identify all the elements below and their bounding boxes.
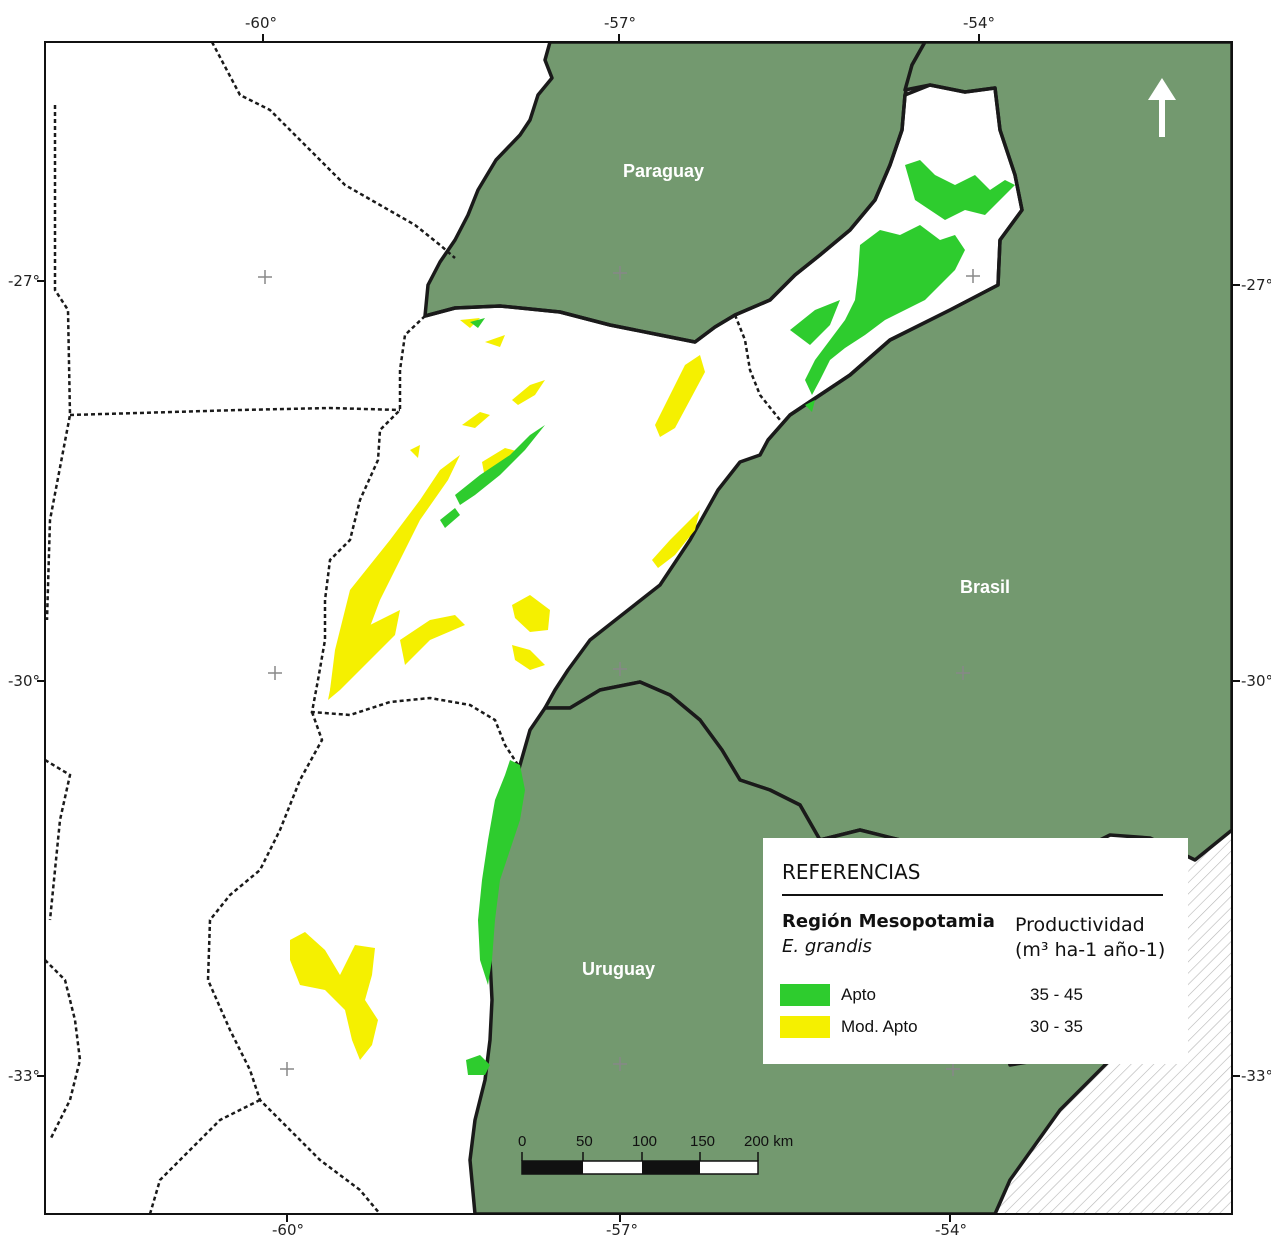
province-border: [733, 314, 781, 421]
legend-class-range: 35 - 45: [1030, 985, 1083, 1004]
mesopotamia-outline: [424, 83, 1024, 442]
scale-label: 200 km: [744, 1133, 794, 1150]
country-label-uruguay: Uruguay: [582, 959, 656, 979]
lat-label-right: -30°: [1241, 672, 1271, 690]
province-border: [45, 105, 72, 621]
province-border: [310, 315, 520, 766]
legend-divider: [782, 894, 1163, 896]
legend-productivity-label: Productividad: [1015, 914, 1145, 936]
province-border: [69, 406, 401, 417]
lat-label-left: -30°: [8, 672, 40, 690]
lon-label-bottom: -57°: [606, 1221, 638, 1239]
lat-label-right: -33°: [1241, 1067, 1271, 1085]
legend-title: REFERENCIAS: [782, 860, 921, 884]
country-label-paraguay: Paraguay: [623, 161, 705, 181]
province-border: [210, 42, 456, 259]
province-border: [148, 1098, 261, 1214]
legend-class-range: 30 - 35: [1030, 1017, 1083, 1036]
legend-unit-label: (m³ ha-1 año-1): [1015, 939, 1166, 961]
scale-label: 50: [576, 1133, 593, 1150]
legend-class-name: Mod. Apto: [841, 1017, 918, 1036]
legend-species: E. grandis: [782, 936, 872, 957]
lon-label-bottom: -60°: [272, 1221, 304, 1239]
legend-swatch-apto: [780, 984, 830, 1006]
legend-class-name: Apto: [841, 985, 876, 1004]
mod-apto-areas: [290, 318, 705, 1060]
lat-label-right: -27°: [1241, 276, 1271, 294]
lat-label-left: -33°: [8, 1067, 40, 1085]
province-border: [45, 959, 82, 1141]
scale-label: 0: [518, 1133, 527, 1150]
country-label-brasil: Brasil: [960, 577, 1011, 597]
lon-label-top: -60°: [245, 14, 277, 32]
lon-label-top: -54°: [963, 14, 995, 32]
legend: REFERENCIAS Región Mesopotamia E. grandi…: [763, 838, 1188, 1064]
map-border: [44, 41, 1233, 1215]
scale-label: 150: [690, 1133, 716, 1150]
lon-label-bottom: -54°: [935, 1221, 967, 1239]
scale-label: 100: [632, 1133, 658, 1150]
province-border: [206, 711, 381, 1214]
graticule: [258, 266, 980, 1076]
legend-swatch-mod-apto: [780, 1016, 830, 1038]
legend-region: Región Mesopotamia: [782, 911, 995, 932]
scale-bar: [521, 1152, 759, 1175]
lon-label-top: -57°: [604, 14, 636, 32]
province-border: [45, 758, 72, 921]
lat-label-left: -27°: [8, 272, 40, 290]
north-arrow-icon: [1148, 78, 1176, 137]
apto-areas: [440, 160, 1015, 1075]
